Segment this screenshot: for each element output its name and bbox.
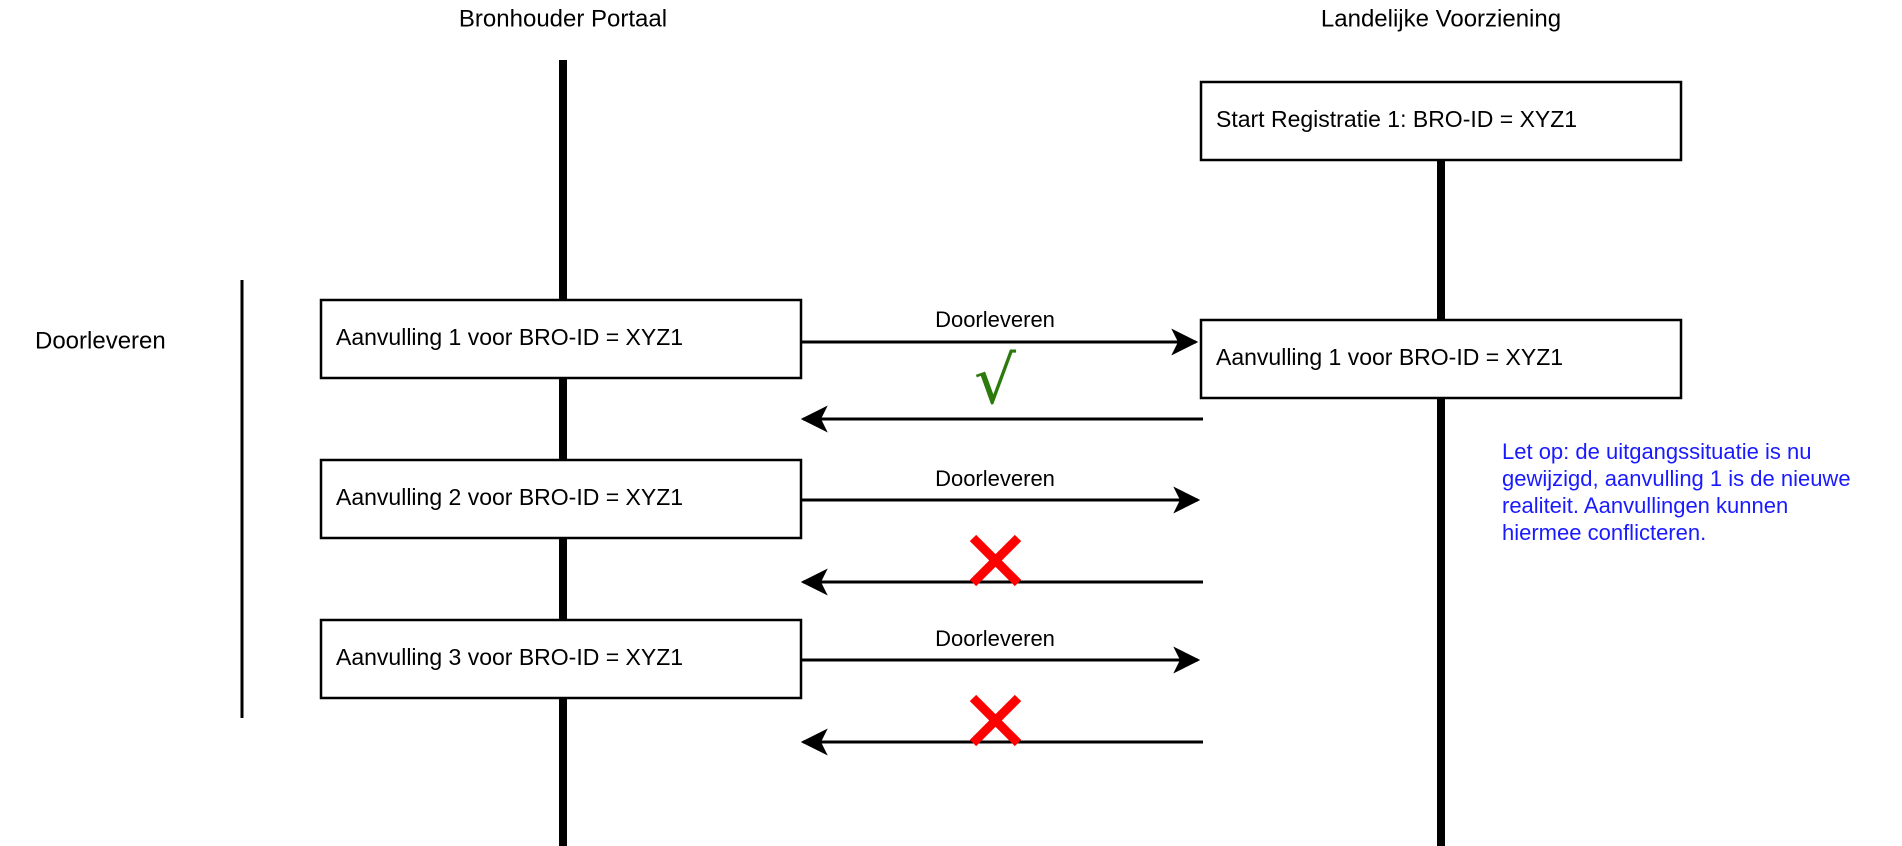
lifeline-title-landelijke-voorziening: Landelijke Voorziening [1321, 5, 1561, 32]
note-line-1: Let op: de uitgangssituatie is nu [1502, 439, 1811, 464]
box-aanvulling-3-left[interactable]: Aanvulling 3 voor BRO-ID = XYZ1 [319, 618, 803, 700]
box-aanvulling-3-left-rect[interactable] [319, 618, 803, 700]
box-start-registratie-label: Start Registratie 1: BRO-ID = XYZ1 [1216, 106, 1577, 132]
box-aanvulling-1-right[interactable]: Aanvulling 1 voor BRO-ID = XYZ1 [1199, 318, 1683, 400]
messages: Doorleveren Doorleveren Doorleveren [800, 307, 1203, 756]
message-boxes: Start Registratie 1: BRO-ID = XYZ1 Aanvu… [319, 80, 1683, 700]
box-aanvulling-3-left-label: Aanvulling 3 voor BRO-ID = XYZ1 [336, 644, 683, 670]
cross-icon-1 [969, 534, 1022, 587]
group-label-doorleveren: Doorleveren [35, 327, 166, 354]
box-aanvulling-2-left-rect[interactable] [319, 458, 803, 540]
box-aanvulling-1-right-rect[interactable] [1199, 318, 1683, 400]
note-annotation: Let op: de uitgangssituatie is nu gewijz… [1502, 439, 1851, 545]
message-doorleveren-2-label: Doorleveren [935, 466, 1055, 491]
box-aanvulling-1-left-label: Aanvulling 1 voor BRO-ID = XYZ1 [336, 324, 683, 350]
note-line-2: gewijzigd, aanvulling 1 is de nieuwe [1502, 466, 1851, 491]
box-start-registratie[interactable]: Start Registratie 1: BRO-ID = XYZ1 [1199, 80, 1683, 162]
cross-icon-2 [969, 694, 1022, 747]
message-doorleveren-3[interactable]: Doorleveren [801, 626, 1201, 674]
note-line-4: hiermee conflicteren. [1502, 520, 1706, 545]
box-aanvulling-2-left-label: Aanvulling 2 voor BRO-ID = XYZ1 [336, 484, 683, 510]
group-bracket-doorleveren: Doorleveren [35, 280, 244, 718]
message-doorleveren-3-label: Doorleveren [935, 626, 1055, 651]
status-markers: √ [969, 342, 1022, 747]
message-doorleveren-1[interactable]: Doorleveren [801, 307, 1199, 356]
message-doorleveren-1-label: Doorleveren [935, 307, 1055, 332]
box-aanvulling-2-left[interactable]: Aanvulling 2 voor BRO-ID = XYZ1 [319, 458, 803, 540]
box-aanvulling-1-left-rect[interactable] [319, 298, 803, 380]
note-line-3: realiteit. Aanvullingen kunnen [1502, 493, 1788, 518]
lifeline-titles: Bronhouder Portaal Landelijke Voorzienin… [459, 5, 1561, 32]
message-doorleveren-2[interactable]: Doorleveren [801, 466, 1201, 514]
lifeline-title-bronhouder-portaal: Bronhouder Portaal [459, 5, 667, 32]
check-icon: √ [974, 342, 1017, 419]
lifelines [559, 60, 1445, 846]
box-aanvulling-1-right-label: Aanvulling 1 voor BRO-ID = XYZ1 [1216, 344, 1563, 370]
box-start-registratie-rect[interactable] [1199, 80, 1683, 162]
box-aanvulling-1-left[interactable]: Aanvulling 1 voor BRO-ID = XYZ1 [319, 298, 803, 380]
